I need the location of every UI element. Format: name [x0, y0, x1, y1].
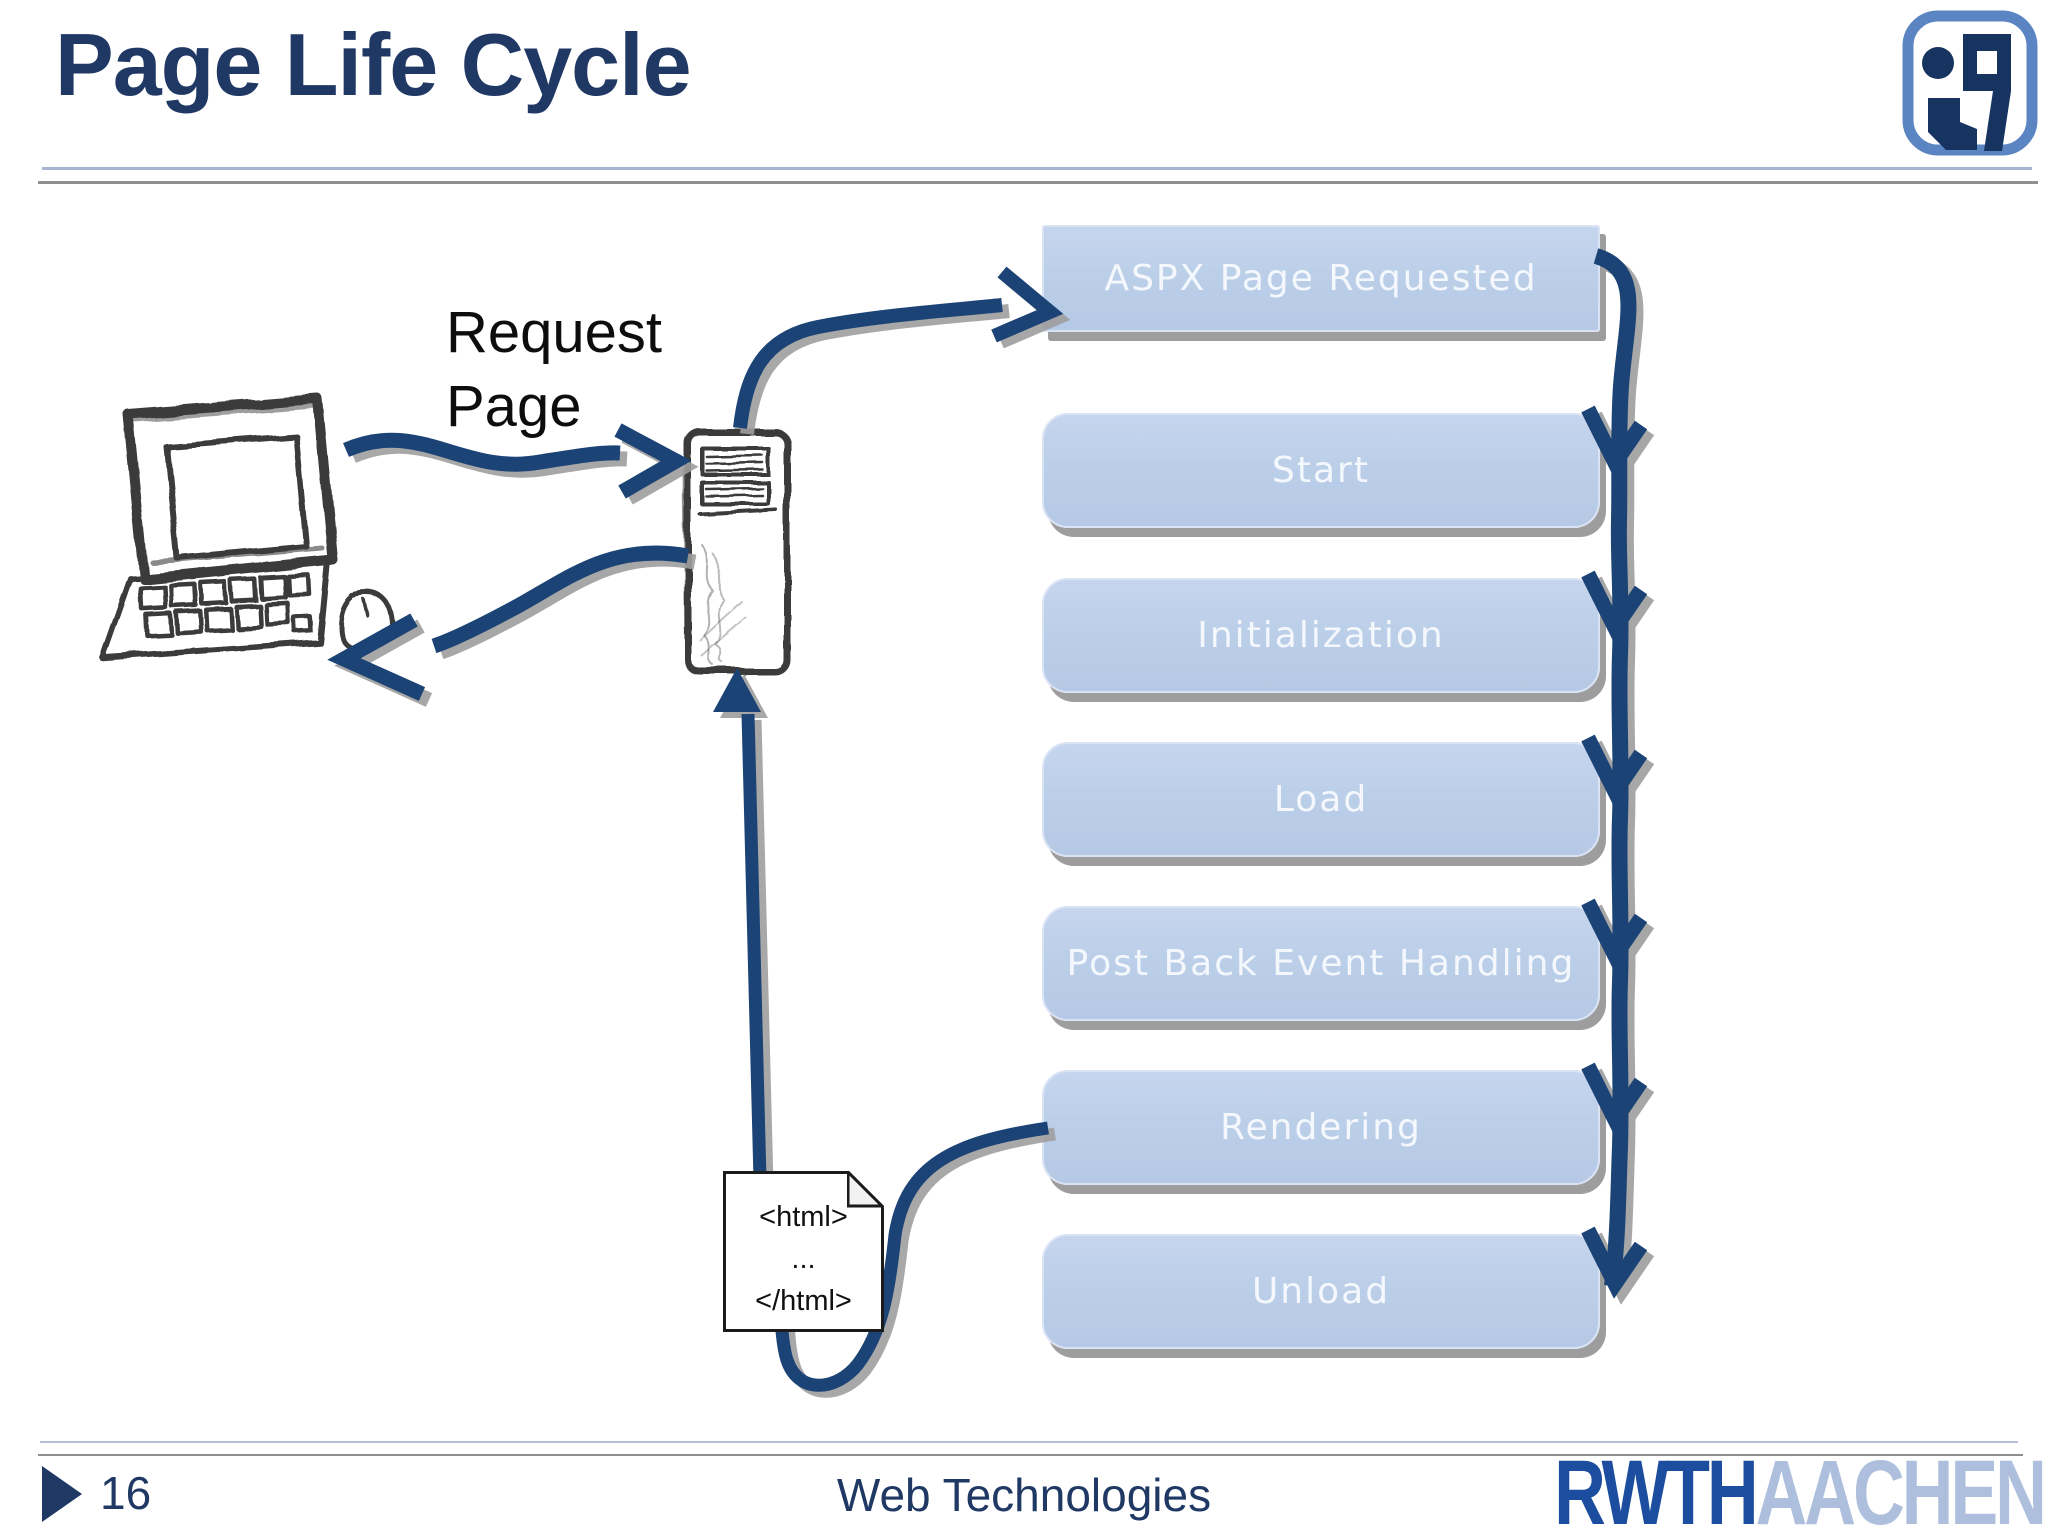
- stage-label: ASPX Page Requested: [1104, 258, 1538, 299]
- keyboard-icon: [99, 558, 331, 661]
- page-title: Page Life Cycle: [55, 15, 692, 114]
- i9-logo-icon: [1902, 10, 2038, 156]
- stage-post-back-event-handling: Post Back Event Handling: [1042, 906, 1600, 1021]
- html-close-tag: </html>: [755, 1285, 852, 1318]
- response-arrow: [327, 545, 690, 701]
- server-icon: [682, 428, 791, 676]
- footer-rule-blue: [40, 1441, 2018, 1443]
- stage-label: Start: [1272, 450, 1370, 491]
- footer-rule-gray: [38, 1454, 2023, 1456]
- html-document-text: <html> ... </html>: [726, 1196, 881, 1322]
- stage-unload: Unload: [1042, 1234, 1600, 1349]
- stage-rendering: Rendering: [1042, 1070, 1600, 1185]
- header-rule-blue: [42, 167, 2032, 170]
- header-rule-gray: [38, 181, 2038, 184]
- stage-start: Start: [1042, 413, 1600, 528]
- stage-aspx-page-requested: ASPX Page Requested: [1042, 225, 1600, 332]
- rwth-logo-primary: RWTH: [1554, 1442, 1759, 1536]
- stage-label: Post Back Event Handling: [1066, 943, 1576, 984]
- footer-title: Web Technologies: [836, 1469, 1212, 1521]
- html-document-note: <html> ... </html>: [723, 1171, 884, 1332]
- stage-label: Initialization: [1197, 615, 1445, 656]
- page-marker-triangle-icon: [42, 1466, 82, 1522]
- stage-initialization: Initialization: [1042, 578, 1600, 693]
- stage-label: Rendering: [1220, 1107, 1422, 1148]
- html-ellipsis: ...: [791, 1243, 816, 1276]
- stage-label: Unload: [1251, 1271, 1391, 1312]
- stage-load: Load: [1042, 742, 1600, 857]
- client-computer-sketch: [99, 394, 791, 676]
- server-to-aspx-arrow: [733, 266, 1064, 429]
- mouse-icon: [337, 591, 396, 653]
- stage-label: Load: [1273, 779, 1369, 820]
- rwth-logo-secondary: AACHEN: [1755, 1442, 2047, 1536]
- request-page-label: Request Page: [446, 300, 663, 440]
- page-number: 16: [100, 1467, 152, 1519]
- monitor-icon: [123, 394, 338, 584]
- html-open-tag: <html>: [759, 1201, 848, 1233]
